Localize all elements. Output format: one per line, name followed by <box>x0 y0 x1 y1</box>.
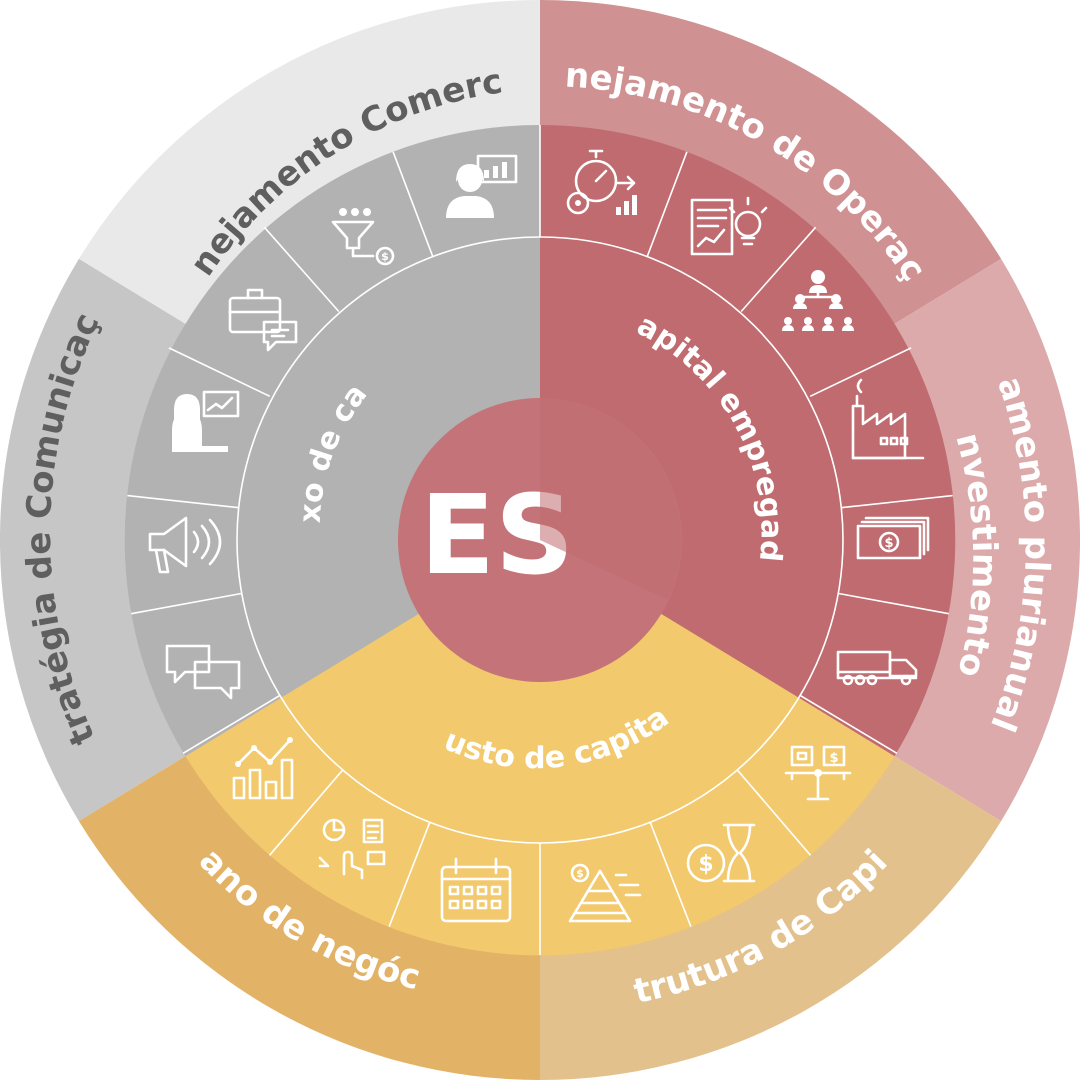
org-chart-icon <box>782 270 854 331</box>
balance-scale-icon: $ <box>784 745 852 801</box>
data-analysis-icon <box>318 818 386 880</box>
chat-bubbles-icon <box>165 644 241 700</box>
money-stack-icon: $ <box>856 516 930 560</box>
calendar-icon <box>440 857 512 923</box>
svg-text:$: $ <box>829 751 838 766</box>
presenter-icon <box>172 390 240 452</box>
businesswoman-chart-icon <box>446 154 518 218</box>
money-hourglass-icon: $ <box>686 823 756 883</box>
megaphone-icon <box>148 516 222 574</box>
svg-text:$: $ <box>576 867 584 880</box>
truck-icon <box>836 650 918 686</box>
sector-custo-de-capital[interactable] <box>185 540 895 956</box>
svg-text:$: $ <box>884 536 893 551</box>
sales-funnel-icon: $ <box>331 208 395 266</box>
stopwatch-gear-icon <box>566 149 637 215</box>
ring-dividers <box>127 125 953 955</box>
factory-icon <box>851 378 925 460</box>
briefcase-chat-icon <box>228 288 298 352</box>
report-idea-icon <box>690 196 768 256</box>
svg-text:$: $ <box>381 250 389 263</box>
center-red-wedge <box>540 398 682 600</box>
growth-chart-icon <box>232 737 294 800</box>
svg-text:$: $ <box>698 852 713 877</box>
pyramid-money-icon: $ <box>568 863 642 923</box>
